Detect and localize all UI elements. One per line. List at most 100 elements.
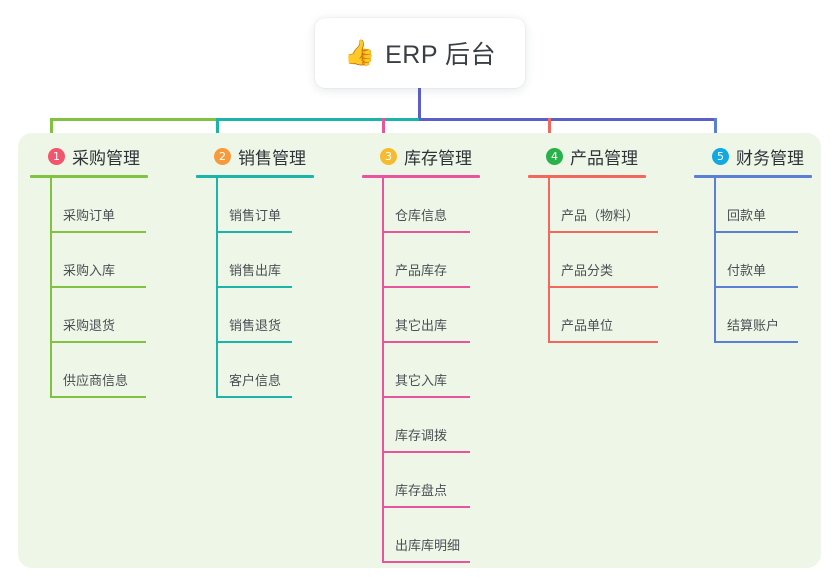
leaf-item-rule xyxy=(382,506,470,508)
leaf-item-label: 出库库明细 xyxy=(395,538,461,553)
leaf-item[interactable]: 销售退货 xyxy=(196,288,314,343)
leaf-item-label: 付款单 xyxy=(727,263,767,278)
leaf-item[interactable]: 出库库明细 xyxy=(362,508,480,563)
column-spine xyxy=(382,178,384,563)
thumbs-up-icon: 👍 xyxy=(343,38,376,67)
index-badge-4: 4 xyxy=(546,147,563,165)
column-spine xyxy=(548,178,550,343)
leaf-item[interactable]: 库存盘点 xyxy=(362,453,480,508)
leaf-item-label: 销售订单 xyxy=(229,208,282,223)
column-产品管理: 4 产品管理产品（物料） 产品分类产品单位 xyxy=(528,143,658,343)
connector-drop-5 xyxy=(714,118,717,143)
connector-bus-segment-3 xyxy=(419,118,714,121)
connector-bus-segment-2 xyxy=(216,118,419,121)
index-badge-2: 2 xyxy=(214,147,231,165)
column-header-4[interactable]: 4 产品管理 xyxy=(528,143,646,169)
leaf-item[interactable]: 销售订单 xyxy=(196,178,314,233)
page-title: ERP 后台 xyxy=(385,41,497,69)
leaf-item-rule xyxy=(216,286,292,288)
column-items: 产品（物料） 产品分类产品单位 xyxy=(528,178,658,343)
index-badge-3: 3 xyxy=(380,147,397,165)
leaf-item-label: 产品分类 xyxy=(561,263,614,278)
column-header-rule xyxy=(362,175,480,178)
leaf-item-label: 库存调拨 xyxy=(395,428,448,443)
leaf-item-label: 采购订单 xyxy=(63,208,116,223)
leaf-item-rule xyxy=(216,396,292,398)
column-spine xyxy=(216,178,218,398)
connector-drop-1 xyxy=(50,118,53,143)
column-header-label: 财务管理 xyxy=(736,148,804,168)
connector-drop-2 xyxy=(216,118,219,143)
leaf-item-rule xyxy=(50,286,146,288)
leaf-item[interactable]: 其它入库 xyxy=(362,343,480,398)
leaf-item[interactable]: 其它出库 xyxy=(362,288,480,343)
leaf-item-label: 仓库信息 xyxy=(395,208,448,223)
leaf-item-label: 回款单 xyxy=(727,208,767,223)
leaf-item-rule xyxy=(382,561,470,563)
leaf-item-rule xyxy=(548,286,658,288)
column-spine xyxy=(50,178,52,398)
leaf-item[interactable]: 付款单 xyxy=(694,233,812,288)
leaf-item-rule xyxy=(382,286,470,288)
leaf-item-rule xyxy=(714,231,798,233)
leaf-item[interactable]: 供应商信息 xyxy=(30,343,148,398)
column-items: 回款单付款单结算账户 xyxy=(694,178,812,343)
column-header-rule xyxy=(30,175,148,178)
leaf-item-rule xyxy=(714,286,798,288)
column-header-2[interactable]: 2 销售管理 xyxy=(196,143,314,169)
column-采购管理: 1 采购管理采购订单采购入库采购退货供应商信息 xyxy=(30,143,148,398)
leaf-item[interactable]: 库存调拨 xyxy=(362,398,480,453)
connector-bus-segment-1 xyxy=(50,118,216,121)
leaf-item-rule xyxy=(548,231,658,233)
leaf-item[interactable]: 产品分类 xyxy=(528,233,658,288)
column-header-rule xyxy=(196,175,314,178)
column-header-label: 库存管理 xyxy=(404,148,472,168)
connector-drop-3 xyxy=(382,118,385,143)
column-header-3[interactable]: 3 库存管理 xyxy=(362,143,480,169)
leaf-item[interactable]: 回款单 xyxy=(694,178,812,233)
column-items: 销售订单销售出库销售退货客户信息 xyxy=(196,178,314,398)
leaf-item-label: 产品（物料） xyxy=(561,208,640,223)
leaf-item[interactable]: 采购入库 xyxy=(30,233,148,288)
leaf-item-rule xyxy=(382,341,470,343)
leaf-item[interactable]: 采购退货 xyxy=(30,288,148,343)
column-items: 采购订单采购入库采购退货供应商信息 xyxy=(30,178,148,398)
leaf-item[interactable]: 客户信息 xyxy=(196,343,314,398)
column-header-rule xyxy=(694,175,812,178)
leaf-item[interactable]: 产品（物料） xyxy=(528,178,658,233)
index-badge-1: 1 xyxy=(48,147,65,165)
leaf-item-rule xyxy=(382,231,470,233)
column-header-1[interactable]: 1 采购管理 xyxy=(30,143,148,169)
leaf-item-rule xyxy=(216,341,292,343)
leaf-item-rule xyxy=(50,396,146,398)
column-header-label: 销售管理 xyxy=(238,148,306,168)
column-销售管理: 2 销售管理销售订单销售出库销售退货客户信息 xyxy=(196,143,314,398)
leaf-item-label: 其它入库 xyxy=(395,373,448,388)
leaf-item[interactable]: 采购订单 xyxy=(30,178,148,233)
root-node-card[interactable]: 👍 ERP 后台 xyxy=(315,18,525,88)
diagram-panel xyxy=(18,133,821,568)
leaf-item[interactable]: 销售出库 xyxy=(196,233,314,288)
leaf-item-label: 库存盘点 xyxy=(395,483,448,498)
leaf-item[interactable]: 产品库存 xyxy=(362,233,480,288)
leaf-item-rule xyxy=(714,341,798,343)
connector-trunk-vertical xyxy=(418,88,421,121)
leaf-item-rule xyxy=(50,341,146,343)
leaf-item-label: 销售退货 xyxy=(229,318,282,333)
leaf-item[interactable]: 仓库信息 xyxy=(362,178,480,233)
leaf-item[interactable]: 结算账户 xyxy=(694,288,812,343)
leaf-item-label: 供应商信息 xyxy=(63,373,129,388)
leaf-item[interactable]: 产品单位 xyxy=(528,288,658,343)
leaf-item-rule xyxy=(382,451,470,453)
leaf-item-label: 结算账户 xyxy=(727,318,780,333)
column-header-label: 采购管理 xyxy=(72,148,140,168)
leaf-item-label: 销售出库 xyxy=(229,263,282,278)
leaf-item-label: 其它出库 xyxy=(395,318,448,333)
leaf-item-label: 客户信息 xyxy=(229,373,282,388)
column-header-label: 产品管理 xyxy=(570,148,638,168)
leaf-item-label: 产品单位 xyxy=(561,318,614,333)
column-header-rule xyxy=(528,175,646,178)
